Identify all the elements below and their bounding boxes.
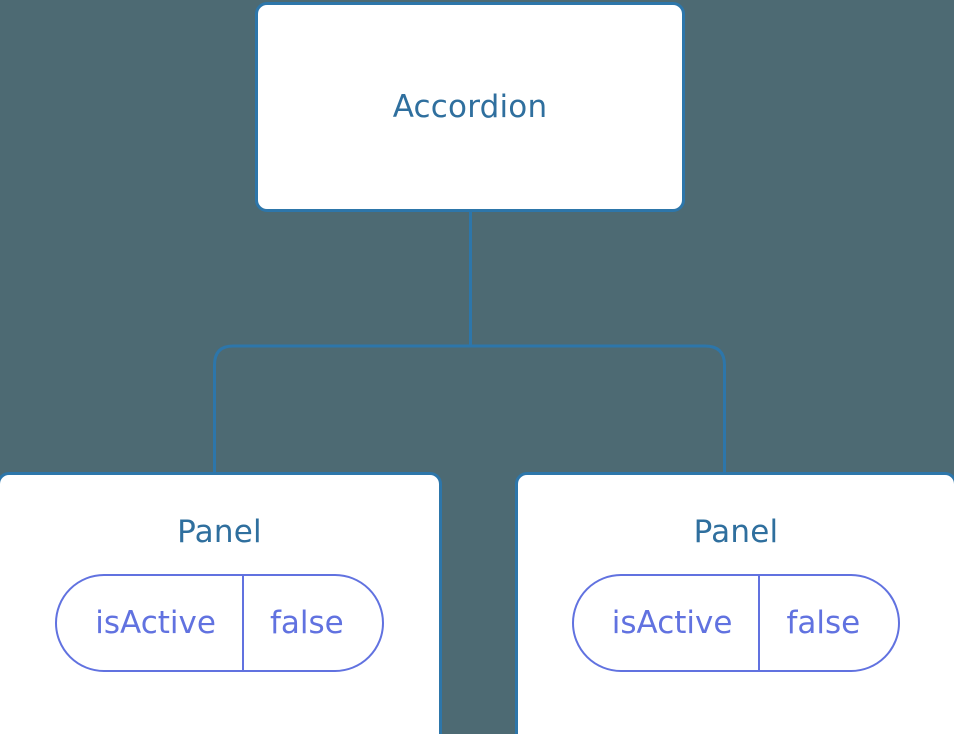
prop-pill-isactive[interactable]: isActive false [571, 574, 901, 672]
prop-value: false [241, 576, 382, 670]
node-title: Accordion [392, 88, 548, 125]
prop-value: false [758, 576, 898, 670]
prop-key: isActive [95, 604, 216, 641]
prop-key: isActive [611, 604, 733, 641]
connector-bus-right [470, 344, 726, 474]
connector-bus-left [213, 344, 471, 474]
node-accordion[interactable]: Accordion [255, 2, 685, 212]
node-title: Panel [693, 514, 779, 550]
node-panel-1[interactable]: Panel isActive false [515, 472, 954, 734]
node-panel-0[interactable]: Panel isActive false [0, 472, 442, 734]
node-title: Panel [177, 514, 262, 550]
prop-pill-isactive[interactable]: isActive false [55, 574, 384, 672]
